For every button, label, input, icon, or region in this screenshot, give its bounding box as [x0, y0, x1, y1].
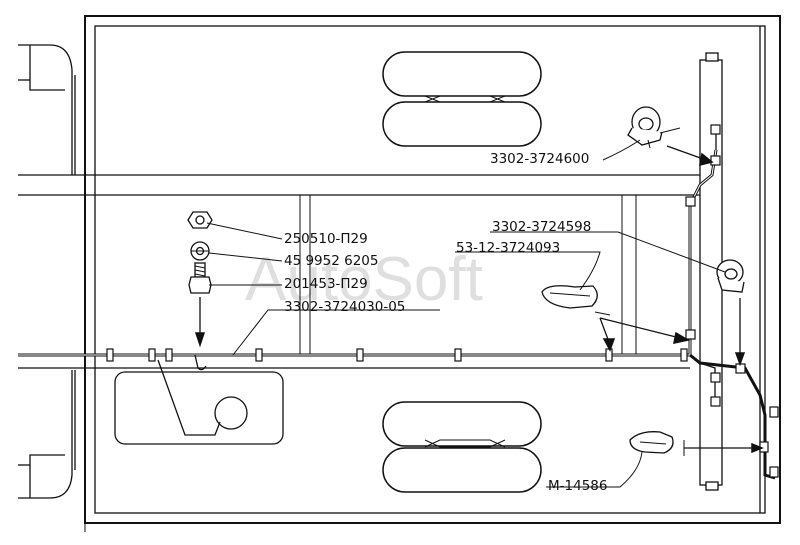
nut-icon — [187, 211, 213, 229]
lower-wheels — [382, 401, 542, 493]
upper-wheels — [382, 51, 542, 147]
watermark: AutoSoft — [245, 245, 483, 314]
clamp-upper-icon — [627, 106, 663, 149]
leader-lines — [206, 139, 726, 488]
label-3302-3724600: 3302-3724600 — [490, 151, 589, 167]
harness-hook — [194, 354, 207, 371]
label-m-14586: М-14586 — [548, 478, 607, 494]
bolt-icon — [188, 262, 212, 294]
main-wiring-harness — [18, 128, 776, 480]
label-53-12-3724093: 53-12-3724093 — [456, 240, 560, 256]
label-45-9952-6205: 45 9952 6205 — [284, 253, 378, 269]
label-250510-p29: 250510-П29 — [284, 231, 368, 247]
small-clip-icon — [629, 431, 674, 454]
washer-icon — [190, 241, 210, 261]
label-3302-3724030-05: 3302-3724030-05 — [284, 299, 405, 315]
strap-clip-icon — [541, 285, 598, 309]
fuel-tank — [114, 359, 284, 445]
cab-outline — [18, 44, 76, 499]
fastener-set — [187, 211, 213, 294]
label-3302-3724598: 3302-3724598 — [492, 219, 591, 235]
clamp-right-icon — [716, 259, 745, 293]
vehicle-body-outline — [84, 15, 781, 532]
label-201453-p29: 201453-П29 — [284, 276, 368, 292]
direction-arrows — [194, 127, 765, 456]
